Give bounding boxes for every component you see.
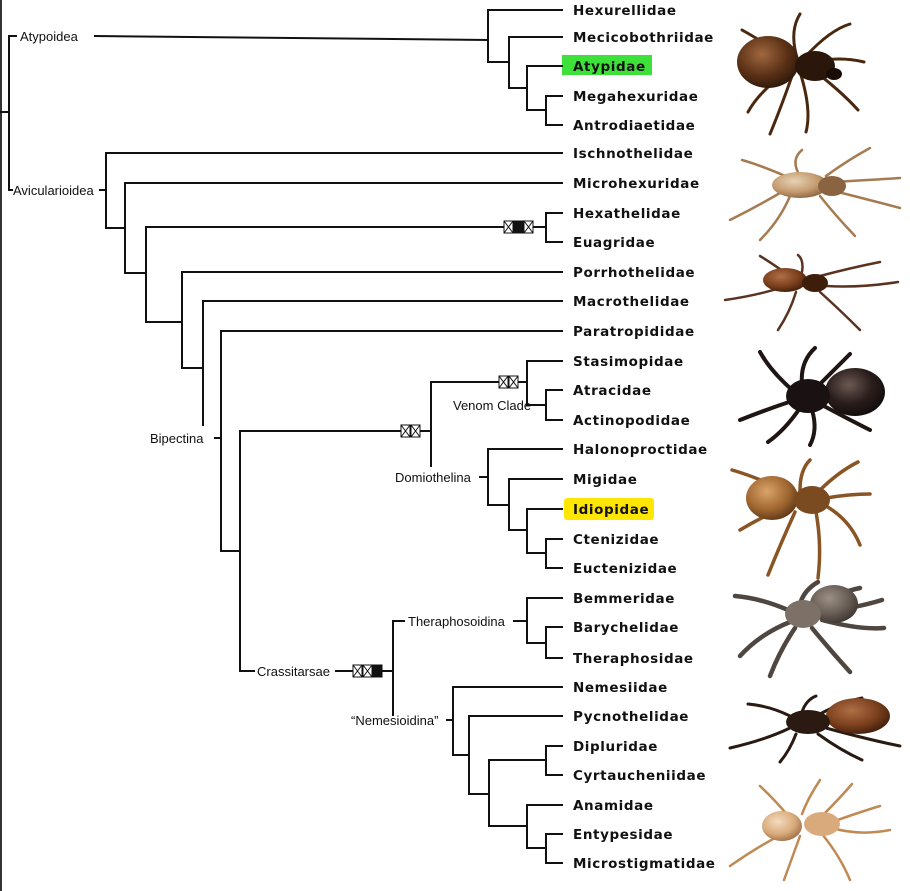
marker-venom-clade xyxy=(498,375,519,389)
family-label: Microhexuridae xyxy=(573,176,700,192)
family-label: Pycnothelidae xyxy=(573,709,689,725)
spider-photo-dark-shiny-brown-abdomen xyxy=(728,694,902,764)
atypidae-highlight xyxy=(562,55,652,75)
family-label: Mecicobothriidae xyxy=(573,30,714,46)
crossed-box-icon xyxy=(410,424,421,438)
family-label: Anamidae xyxy=(573,798,654,814)
idiopidae-highlight xyxy=(564,498,654,520)
filled-box-icon xyxy=(513,220,524,234)
crossed-box-icon xyxy=(352,664,363,678)
family-label: Stasimopidae xyxy=(573,354,684,370)
spider-photo-pale-orange-translucent xyxy=(728,778,892,882)
family-label: Ischnothelidae xyxy=(573,146,693,162)
family-label: Megahexuridae xyxy=(573,89,698,105)
clade-label-atypoidea: Atypoidea xyxy=(20,29,79,44)
filled-box-icon xyxy=(372,664,383,678)
family-label: Actinopodidae xyxy=(573,413,690,429)
clade-label-bipectina: Bipectina xyxy=(150,431,204,446)
spider-photo-black-shiny xyxy=(738,346,885,447)
marker-domiothelina-venom xyxy=(400,424,421,438)
clade-label-venom-clade: Venom Clade xyxy=(453,398,531,413)
spider-photos xyxy=(723,12,902,882)
family-label: Hexathelidae xyxy=(573,206,681,222)
marker-hexathelidae-euagridae xyxy=(503,220,534,234)
spider-photo-brown-slender xyxy=(723,253,900,332)
crossed-box-icon xyxy=(503,220,514,234)
family-label: Hexurellidae xyxy=(573,3,677,19)
crossed-box-icon xyxy=(362,664,373,678)
crossed-box-icon xyxy=(508,375,519,389)
clade-label-theraphosoidina: Theraphosoidina xyxy=(408,614,506,629)
family-label: Atypidae xyxy=(573,59,646,75)
clade-label-nemesioidina: “Nemesioidina” xyxy=(351,713,438,728)
crossed-box-icon xyxy=(498,375,509,389)
family-label: Cyrtaucheniidae xyxy=(573,768,706,784)
crossed-box-icon xyxy=(400,424,411,438)
clade-labels: Atypoidea Avicularioidea Bipectina Venom… xyxy=(13,29,531,728)
clade-label-crassitarsae: Crassitarsae xyxy=(257,664,330,679)
family-label: Nemesiidae xyxy=(573,680,668,696)
family-label: Atracidae xyxy=(573,383,652,399)
spider-photo-grey-hairy-tarantula xyxy=(732,579,887,679)
family-label: Microstigmatidae xyxy=(573,856,716,872)
family-label: Entypesidae xyxy=(573,827,673,843)
family-label: Barychelidae xyxy=(573,620,679,636)
family-label: Euagridae xyxy=(573,235,655,251)
family-label: Bemmeridae xyxy=(573,591,675,607)
family-label: Paratropididae xyxy=(573,324,695,340)
spider-photo-pale-long-legged xyxy=(728,146,902,242)
clade-label-domiothelina: Domiothelina xyxy=(395,470,472,485)
family-label: Ctenizidae xyxy=(573,532,659,548)
family-label: Idiopidae xyxy=(573,502,649,518)
family-label: Halonoproctidae xyxy=(573,442,708,458)
family-label: Macrothelidae xyxy=(573,294,690,310)
spider-photo-dark-brown-robust xyxy=(737,12,866,136)
family-label: Migidae xyxy=(573,472,637,488)
tree-branches xyxy=(0,9,563,864)
family-label: Euctenizidae xyxy=(573,561,677,577)
family-label: Theraphosidae xyxy=(573,651,694,667)
spider-photo-orange-brown-hairy xyxy=(730,458,872,580)
family-label: Dipluridae xyxy=(573,739,658,755)
family-labels: Hexurellidae Mecicobothriidae Atypidae M… xyxy=(573,3,716,872)
crossed-box-icon xyxy=(523,220,534,234)
marker-crassitarsae xyxy=(352,664,383,678)
family-label: Porrhothelidae xyxy=(573,265,695,281)
family-label: Antrodiaetidae xyxy=(573,118,695,134)
clade-label-avicularioidea: Avicularioidea xyxy=(13,183,94,198)
